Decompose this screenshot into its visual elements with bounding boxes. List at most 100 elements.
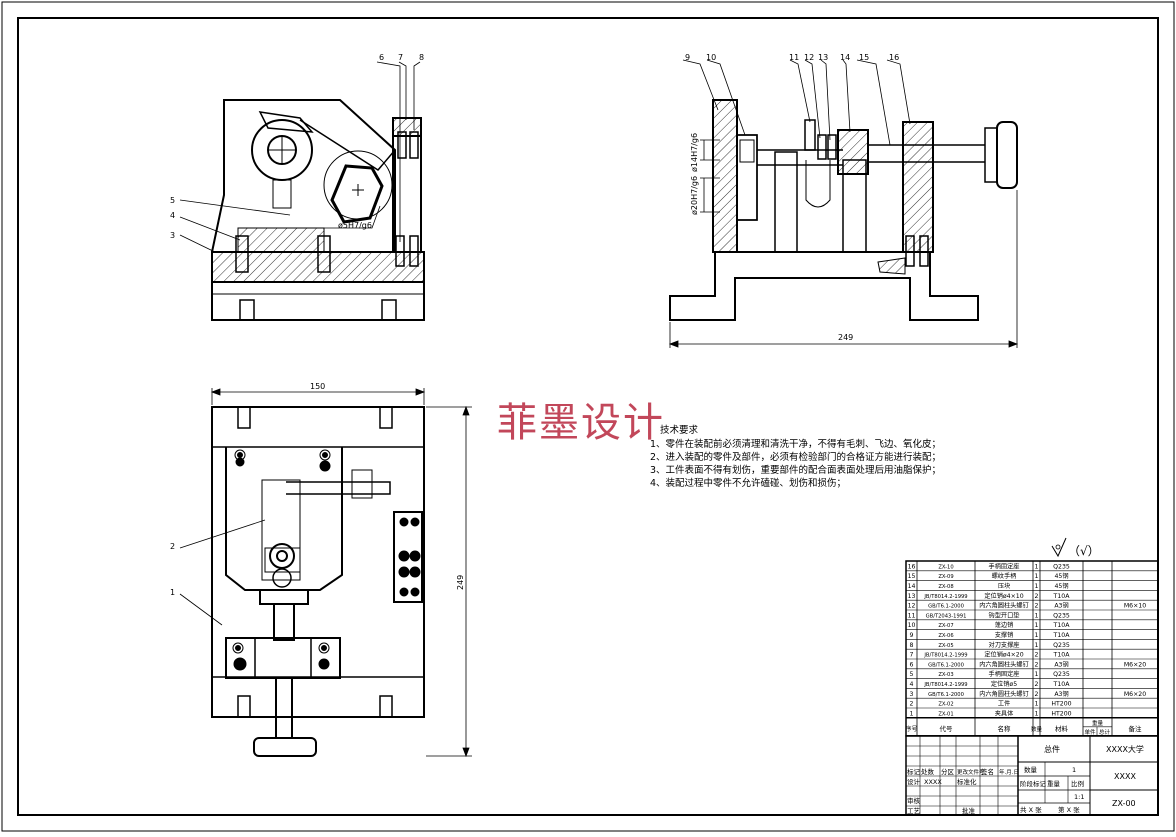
bom-cell: GB/T2043-1991	[926, 613, 967, 619]
bom-cell: 定位销ø4×10	[984, 592, 1023, 600]
bom-cell: 1	[1035, 701, 1039, 708]
tech-req-item-1: 1、零件在装配前必须清理和清洗干净，不得有毛刺、飞边、氧化皮；	[650, 438, 941, 450]
balloon-12: 12	[804, 53, 814, 62]
bom-cell: ZX-06	[938, 633, 953, 639]
bom-cell: 1	[1035, 632, 1039, 639]
bom-cell: 手柄固定座	[989, 562, 1020, 570]
bom-cell: 11	[908, 612, 916, 619]
bom-header-total: 总计	[1099, 728, 1111, 736]
tech-req-item-4: 4、装配过程中零件不允许磕碰、划伤和损伤；	[650, 477, 846, 489]
bom-header-name: 名称	[998, 724, 1012, 733]
roughness-text: （√）	[1068, 544, 1100, 558]
tb-role-standard: 标准化	[957, 777, 977, 786]
dim-plan-length: 249	[456, 575, 465, 590]
bom-cell: M6×20	[1124, 691, 1146, 698]
bom-cell: 12	[908, 603, 916, 610]
tb-sheet-no: 第 X 张	[1058, 805, 1080, 814]
tech-req-title: 技术要求	[660, 424, 699, 436]
bom-cell: JB/T8014.2-1999	[923, 653, 967, 659]
bom-cell: 1	[1035, 642, 1039, 649]
bom-cell: 2	[1035, 652, 1039, 659]
bom-cell: 定位销ø5	[991, 680, 1017, 688]
bom-cell: 2	[1035, 661, 1039, 668]
bom-cell: 2	[1035, 603, 1039, 610]
bom-cell: GB/T6.1-2000	[928, 604, 964, 610]
tb-assembly: 总件	[1044, 744, 1060, 754]
bom-cell: 夹具体	[995, 709, 1014, 717]
dim-side-length: 249	[838, 333, 853, 342]
bom-cell: ZX-05	[938, 643, 953, 649]
bom-cell: 2	[1035, 681, 1039, 688]
bom-cell: ZX-02	[938, 702, 953, 708]
balloon-3: 3	[170, 231, 175, 240]
balloon-2: 2	[170, 542, 175, 551]
front-view-leaders	[179, 61, 421, 253]
bom-cell: Q235	[1053, 671, 1070, 678]
balloon-5: 5	[170, 196, 175, 205]
tb-role-review: 审核	[907, 796, 921, 805]
bom-cell: 手柄固定座	[989, 670, 1020, 678]
tb-qty-label: 数量	[1024, 765, 1038, 774]
balloon-11: 11	[789, 53, 799, 62]
plan-view-fasteners	[232, 449, 421, 671]
bom-cell: Q235	[1053, 612, 1070, 619]
bom-header-unit: 单件	[1084, 728, 1096, 736]
bom-cell: 6	[910, 661, 914, 668]
balloon-16: 16	[889, 53, 899, 62]
side-view-dimensions	[668, 139, 1019, 348]
bom-cell: GB/T6.1-2000	[928, 692, 964, 698]
balloon-4: 4	[170, 211, 175, 220]
tb-drawing-name: XXXX	[1114, 772, 1136, 781]
balloon-14: 14	[840, 53, 850, 62]
bom-cell: 3	[910, 691, 914, 698]
bom-cell: Q235	[1053, 563, 1070, 570]
balloon-labels: 1 2 3 4 5 6 7 8 9 10 11 12 13 14 15 16	[170, 53, 899, 597]
tb-designer: XXXX	[924, 778, 942, 786]
tb-drawing-no: ZX-00	[1112, 799, 1136, 808]
bom-header-qty: 数量	[1031, 725, 1043, 733]
bom-cell: 1	[1035, 671, 1039, 678]
bom-cell: 内六角圆柱头螺钉	[979, 602, 1029, 610]
tb-rev-doc: 更改文件号	[957, 768, 985, 776]
bom-cell: ZX-09	[938, 574, 953, 580]
balloon-6: 6	[379, 53, 384, 62]
bom-cell: 13	[908, 593, 916, 600]
front-view	[211, 99, 425, 321]
tb-role-process: 工艺	[907, 807, 921, 815]
dim-plan-width: 150	[310, 382, 325, 391]
bom-header-code: 代号	[940, 724, 954, 733]
tb-stage-label: 阶段标记	[1020, 779, 1047, 788]
bom-cell: 1	[1035, 612, 1039, 619]
bom-header-material: 材料	[1055, 724, 1069, 733]
bom-header-no: 序号	[905, 725, 917, 733]
bom-cell: 2	[910, 701, 914, 708]
bom-cell: ZX-01	[938, 711, 953, 717]
balloon-13: 13	[818, 53, 828, 62]
bom-header-weight: 重量	[1092, 719, 1104, 727]
tb-scale-label: 比例	[1071, 779, 1084, 788]
bom-cell: JB/T8014.2-1999	[923, 594, 967, 600]
dim-side-fit-bottom: ø20H7/g6	[690, 176, 699, 215]
roughness-symbol: （√）	[1051, 537, 1100, 558]
balloon-1: 1	[170, 588, 175, 597]
tb-rev-sign: 签名	[981, 767, 994, 776]
bom-cell: M6×10	[1124, 603, 1146, 610]
tb-rev-date: 年.月.日	[999, 768, 1019, 776]
bom-cell: Q235	[1053, 642, 1070, 649]
bom-cell: 对刀支撑座	[989, 641, 1020, 649]
tb-role-approve: 批准	[962, 806, 976, 815]
side-view	[669, 99, 1018, 321]
bom-header-note: 备注	[1129, 724, 1143, 733]
dim-side-fit-top: ø14H7/g6	[690, 133, 699, 172]
tech-req-item-2: 2、进入装配的零件及部件，必须有检验部门的合格证方能进行装配；	[650, 451, 941, 463]
tech-req-item-3: 3、工件表面不得有划伤，重要部件的配合面表面处理后用油脂保护；	[650, 464, 941, 476]
plan-view-dimensions	[179, 388, 472, 758]
bom-cell: GB/T6.1-2000	[928, 662, 964, 668]
bom-cell: ZX-03	[938, 672, 953, 678]
tb-role-design: 设计	[907, 777, 921, 786]
bom-cell: 1	[1035, 583, 1039, 590]
tb-rev-count: 处数	[921, 767, 935, 776]
bom-cell: ZX-08	[938, 584, 953, 590]
